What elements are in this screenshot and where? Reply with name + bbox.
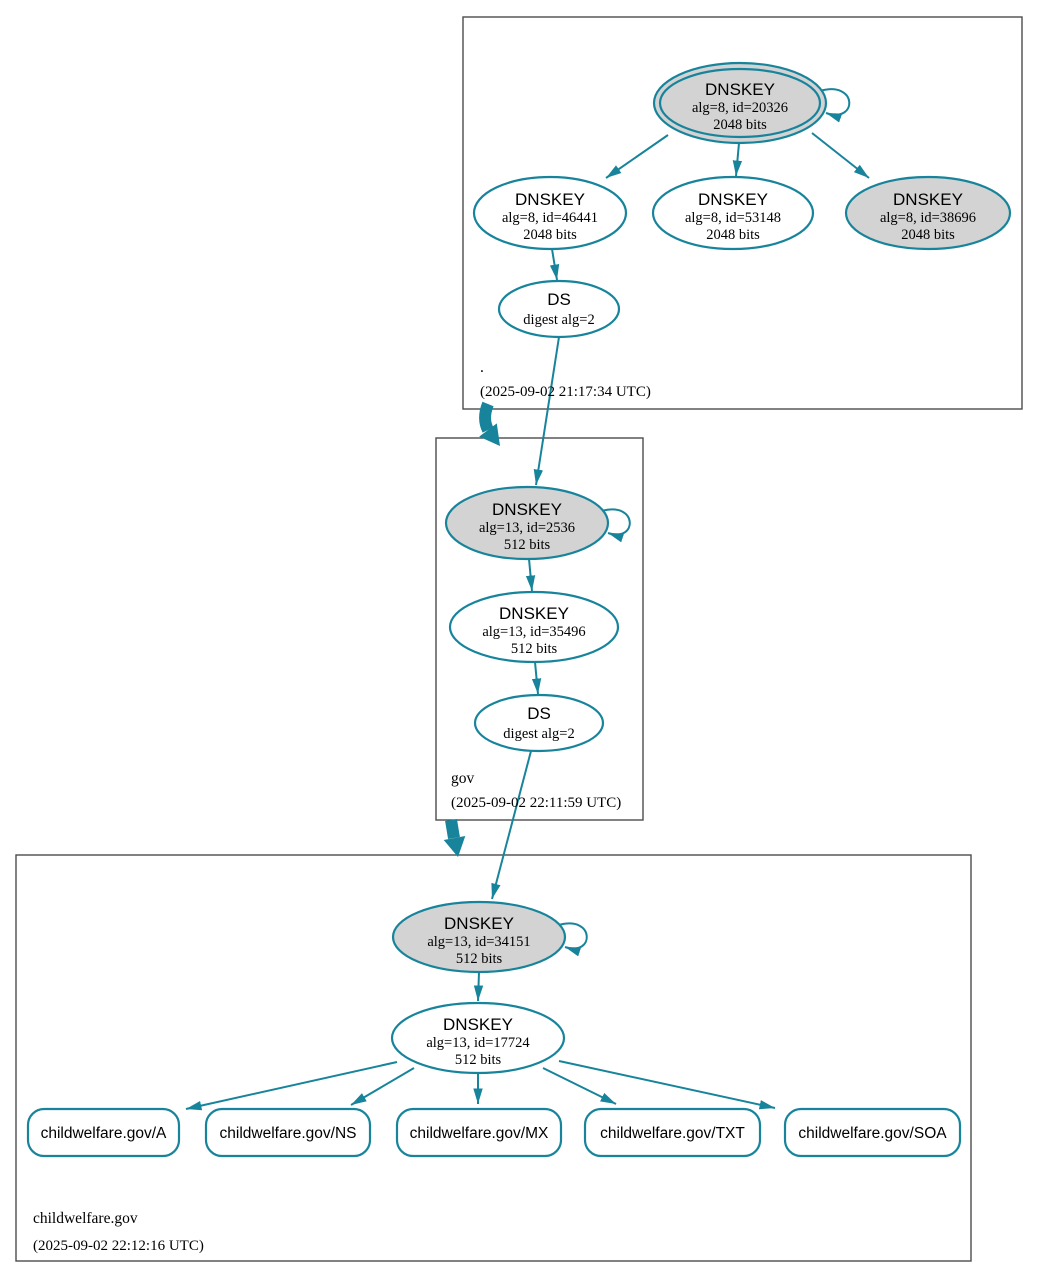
rrset-node-childwelfare-mx: childwelfare.gov/MX (395, 1107, 563, 1158)
dnskey-node-34151: DNSKEY alg=13, id=34151 512 bits (391, 900, 567, 974)
rrset-node-childwelfare-ns: childwelfare.gov/NS (204, 1107, 372, 1158)
node-title: DS (527, 704, 551, 723)
node-alg-id: alg=8, id=53148 (685, 210, 781, 226)
node-bits: 512 bits (456, 951, 503, 967)
dnskey-node-35496: DNSKEY alg=13, id=35496 512 bits (448, 590, 620, 664)
edge-ksk20326-to-zsk53148 (732, 142, 743, 177)
rrset-node-childwelfare-soa: childwelfare.gov/SOA (783, 1107, 962, 1158)
node-alg-id: alg=13, id=34151 (427, 934, 530, 950)
dnskey-node-2536: DNSKEY alg=13, id=2536 512 bits (444, 485, 610, 561)
zone-label-root: . (480, 359, 484, 376)
node-title: DNSKEY (443, 1015, 513, 1034)
node-title: DNSKEY (444, 914, 514, 933)
zone-label-childwelfare: childwelfare.gov (33, 1210, 138, 1227)
node-title: DNSKEY (499, 604, 569, 623)
node-bits: 2048 bits (713, 117, 767, 133)
dnskey-node-20326: DNSKEY alg=8, id=20326 2048 bits (652, 61, 828, 145)
edge-ksk20326-to-zsk46441 (605, 134, 669, 179)
edge-rootds-to-govksk (533, 336, 560, 486)
node-title: DNSKEY (492, 500, 562, 519)
rrset-label: childwelfare.gov/A (41, 1125, 167, 1142)
ds-node-root: DS digest alg=2 (497, 279, 621, 339)
edge-govds-to-childksk (491, 750, 532, 900)
node-bits: 512 bits (455, 1052, 502, 1068)
self-sign-loop-2536 (601, 508, 631, 543)
self-sign-loop-20326 (819, 88, 851, 123)
rrset-label: childwelfare.gov/MX (410, 1125, 549, 1142)
rrset-label: childwelfare.gov/SOA (798, 1125, 947, 1142)
node-bits: 512 bits (504, 537, 551, 553)
rrset-node-childwelfare-a: childwelfare.gov/A (26, 1107, 181, 1158)
zone-timestamp-root: (2025-09-02 21:17:34 UTC) (480, 384, 651, 400)
zone-timestamp-gov: (2025-09-02 22:11:59 UTC) (451, 795, 621, 811)
edge-ksk2536-to-zsk35496 (525, 558, 536, 592)
node-bits: 2048 bits (706, 227, 760, 243)
zone-label-gov: gov (451, 770, 475, 787)
node-digest: digest alg=2 (523, 312, 594, 328)
node-alg-id: alg=13, id=2536 (479, 520, 575, 536)
dnskey-node-46441: DNSKEY alg=8, id=46441 2048 bits (472, 175, 628, 251)
node-title: DNSKEY (705, 80, 775, 99)
node-alg-id: alg=8, id=46441 (502, 210, 598, 226)
zone-box-gov (435, 437, 644, 821)
edge-zsk17724-to-rrset-ns (350, 1067, 415, 1106)
node-title: DNSKEY (698, 190, 768, 209)
node-alg-id: alg=13, id=35496 (482, 624, 585, 640)
ds-node-gov: DS digest alg=2 (473, 693, 605, 753)
rrset-label: childwelfare.gov/NS (220, 1125, 357, 1142)
edge-zsk17724-to-rrset-a (185, 1061, 398, 1111)
edge-zsk35496-to-ds (531, 661, 542, 695)
node-alg-id: alg=13, id=17724 (426, 1035, 530, 1051)
delegation-arrow-gov-childwelfare (443, 819, 466, 857)
node-bits: 2048 bits (901, 227, 955, 243)
node-title: DNSKEY (893, 190, 963, 209)
node-title: DS (547, 290, 571, 309)
node-digest: digest alg=2 (503, 726, 574, 742)
node-bits: 2048 bits (523, 227, 577, 243)
rrset-label: childwelfare.gov/TXT (600, 1125, 745, 1142)
node-title: DNSKEY (515, 190, 585, 209)
node-alg-id: alg=8, id=38696 (880, 210, 976, 226)
self-sign-loop-34151 (558, 922, 588, 957)
node-alg-id: alg=8, id=20326 (692, 100, 788, 116)
edge-ksk20326-to-ksk38696 (811, 132, 870, 179)
zone-timestamp-childwelfare: (2025-09-02 22:12:16 UTC) (33, 1238, 204, 1254)
edge-zsk46441-to-ds (549, 248, 560, 281)
dnskey-node-53148: DNSKEY alg=8, id=53148 2048 bits (651, 175, 815, 251)
rrset-node-childwelfare-txt: childwelfare.gov/TXT (583, 1107, 762, 1158)
delegation-arrow-root-gov (479, 401, 500, 446)
zone-box-root (462, 16, 1023, 410)
node-bits: 512 bits (511, 641, 558, 657)
dnskey-node-38696: DNSKEY alg=8, id=38696 2048 bits (844, 175, 1012, 251)
edge-zsk17724-to-rrset-soa (558, 1060, 776, 1110)
dnskey-node-17724: DNSKEY alg=13, id=17724 512 bits (390, 1001, 566, 1075)
edge-zsk17724-to-rrset-txt (542, 1067, 617, 1105)
edge-ksk34151-to-zsk17724 (473, 971, 484, 1002)
zone-box-childwelfare (15, 854, 972, 1262)
